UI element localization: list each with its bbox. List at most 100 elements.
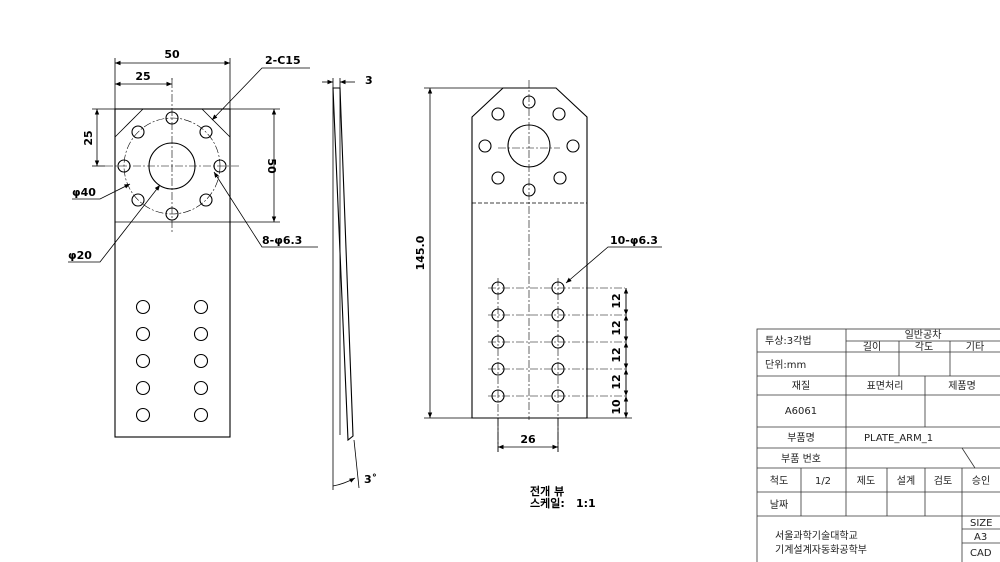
flat-view-center-hole bbox=[507, 124, 551, 168]
front-view-pitch-circle bbox=[123, 117, 221, 215]
dim-length: 145.0 bbox=[414, 235, 427, 270]
tb-projection: 투상:3각법 bbox=[765, 335, 812, 347]
tb-part-name-value: PLATE_ARM_1 bbox=[864, 433, 933, 444]
flat-view: 145.0 10-φ6.3 12 12 12 12 10 26 전개 뷰 스케일… bbox=[414, 80, 662, 510]
dim-pitch-3: 12 bbox=[610, 347, 623, 362]
flat-view-flange-holes bbox=[478, 95, 580, 197]
front-view-outline bbox=[114, 108, 231, 438]
note-center-hole: φ20 bbox=[68, 249, 92, 262]
arm-hole bbox=[491, 308, 505, 322]
arm-hole bbox=[193, 380, 209, 396]
flat-view-outline bbox=[471, 87, 588, 419]
flange-hole bbox=[478, 139, 492, 153]
arm-hole bbox=[491, 335, 505, 349]
dim-angle: 3˚ bbox=[364, 473, 377, 486]
flange-hole bbox=[491, 171, 505, 185]
tb-cad-label: CAD bbox=[970, 548, 992, 559]
flange-hole bbox=[117, 159, 131, 173]
arm-hole bbox=[551, 362, 565, 376]
tb-design-label: 설계 bbox=[897, 475, 915, 487]
flat-view-caption-scale-label: 스케일: bbox=[530, 496, 565, 510]
leader-chamfer bbox=[211, 67, 310, 121]
note-pcd: φ40 bbox=[72, 186, 96, 199]
flange-hole bbox=[165, 111, 179, 125]
note-chamfer: 2-C15 bbox=[265, 54, 301, 67]
note-arm-holes: 10-φ6.3 bbox=[610, 234, 658, 247]
flange-hole bbox=[522, 95, 536, 109]
dim-pitch-1: 12 bbox=[610, 293, 623, 308]
tb-general-tolerance: 일반공차 bbox=[905, 329, 942, 341]
flange-hole bbox=[553, 171, 567, 185]
arm-hole bbox=[193, 353, 209, 369]
tb-material-value: A6061 bbox=[785, 406, 817, 417]
tb-check-label: 검토 bbox=[934, 475, 952, 487]
dim-pitch-2: 12 bbox=[610, 320, 623, 335]
tb-part-name-label: 부품명 bbox=[787, 432, 815, 444]
tb-draft-label: 제도 bbox=[857, 475, 875, 487]
tb-unit: 단위:mm bbox=[765, 358, 806, 371]
arm-hole bbox=[135, 353, 151, 369]
front-view-flange-holes bbox=[117, 111, 227, 221]
tb-tol-length: 길이 bbox=[863, 340, 881, 353]
flat-view-caption-scale-value: 1:1 bbox=[576, 497, 596, 510]
flange-hole bbox=[165, 207, 179, 221]
flat-view-arm-holes bbox=[488, 278, 625, 452]
arm-hole bbox=[135, 407, 151, 423]
flange-hole bbox=[491, 107, 505, 121]
leader-arm-holes bbox=[565, 246, 662, 284]
dim-pitch-4: 12 bbox=[610, 374, 623, 389]
tb-tol-angle: 각도 bbox=[915, 341, 933, 353]
side-view: 3 3˚ bbox=[322, 74, 377, 490]
tb-surface-label: 표면처리 bbox=[867, 380, 904, 392]
dim-flange-height: 50 bbox=[265, 158, 278, 174]
arm-hole bbox=[135, 380, 151, 396]
arm-hole bbox=[135, 326, 151, 342]
front-view-chamfer-right bbox=[201, 108, 231, 138]
side-view-plate bbox=[332, 87, 354, 442]
tb-scale-value: 1/2 bbox=[815, 476, 831, 487]
flange-hole bbox=[552, 107, 566, 121]
dim-thickness: 3 bbox=[365, 74, 373, 87]
arm-hole bbox=[135, 299, 151, 315]
dim-row-span: 26 bbox=[520, 433, 536, 446]
arm-hole bbox=[193, 299, 209, 315]
dim-half-width: 25 bbox=[135, 70, 150, 83]
title-block: 투상:3각법 일반공차 길이 각도 기타 단위:mm 재질 표면처리 제품명 A… bbox=[756, 328, 1000, 562]
leader-center-hole bbox=[68, 184, 161, 263]
flat-view-caption-title: 전개 뷰 bbox=[530, 484, 564, 498]
dim-vertical-offset: 25 bbox=[82, 130, 95, 145]
arm-hole bbox=[491, 389, 505, 403]
arm-hole bbox=[193, 326, 209, 342]
arm-hole bbox=[551, 335, 565, 349]
arm-hole bbox=[491, 362, 505, 376]
flange-hole bbox=[213, 159, 227, 173]
leader-pcd bbox=[72, 183, 131, 200]
arm-hole bbox=[551, 281, 565, 295]
note-flange-holes: 8-φ6.3 bbox=[262, 234, 302, 247]
front-view: 50 25 25 50 2-C15 φ40 φ20 8-φ6.3 bbox=[68, 48, 318, 438]
tb-school-line2: 기계설계자동화공학부 bbox=[775, 544, 867, 556]
flange-hole bbox=[199, 125, 213, 139]
dim-width-50: 50 bbox=[164, 48, 180, 61]
tb-size-label: SIZE bbox=[970, 518, 992, 529]
front-view-chamfer-left bbox=[114, 108, 144, 138]
tb-part-number-label: 부품 번호 bbox=[781, 453, 821, 465]
flange-hole bbox=[131, 193, 145, 207]
tb-date-label: 날짜 bbox=[770, 499, 788, 511]
tb-tol-other: 기타 bbox=[966, 341, 984, 353]
tb-size-value: A3 bbox=[974, 532, 987, 543]
tb-school-line1: 서울과학기술대학교 bbox=[775, 530, 858, 542]
arm-hole bbox=[551, 389, 565, 403]
front-view-arm-holes bbox=[135, 299, 209, 423]
tb-approve-label: 승인 bbox=[972, 475, 990, 487]
dim-edge: 10 bbox=[610, 399, 623, 415]
tb-material-label: 재질 bbox=[792, 380, 810, 392]
leader-flange-holes bbox=[213, 171, 318, 248]
flange-hole bbox=[199, 193, 213, 207]
flange-hole bbox=[566, 139, 580, 153]
tb-scale-label: 척도 bbox=[770, 475, 788, 487]
arm-hole bbox=[193, 407, 209, 423]
flange-hole bbox=[131, 125, 145, 139]
arm-hole bbox=[551, 308, 565, 322]
